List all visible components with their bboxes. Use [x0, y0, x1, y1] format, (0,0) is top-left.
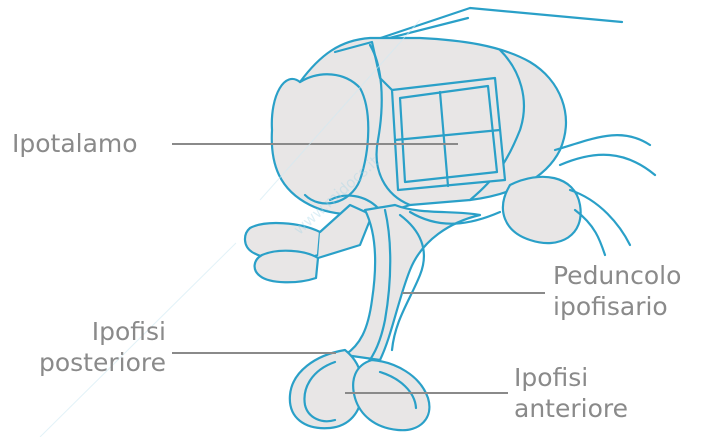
optic-stub [255, 251, 318, 283]
right-vessel [560, 155, 655, 175]
label-anterior-pituitary: Ipofisi anteriore [514, 362, 628, 424]
posterior-pituitary [290, 350, 363, 428]
label-anterior-line1: Ipofisi [514, 362, 628, 393]
right-vessel [555, 135, 650, 150]
anterior-pituitary [353, 360, 429, 430]
right-lobe [503, 177, 581, 243]
label-pituitary-stalk: Peduncolo ipofisario [553, 260, 681, 322]
label-posterior-line1: Ipofisi [16, 316, 166, 347]
label-stalk-line1: Peduncolo [553, 260, 681, 291]
label-anterior-line2: anteriore [514, 393, 628, 424]
label-posterior-line2: posteriore [16, 347, 166, 378]
label-posterior-pituitary: Ipofisi posteriore [16, 316, 166, 378]
label-stalk-line2: ipofisario [553, 291, 681, 322]
label-hypothalamus: Ipotalamo [12, 128, 138, 159]
label-hypothalamus-text: Ipotalamo [12, 128, 138, 159]
